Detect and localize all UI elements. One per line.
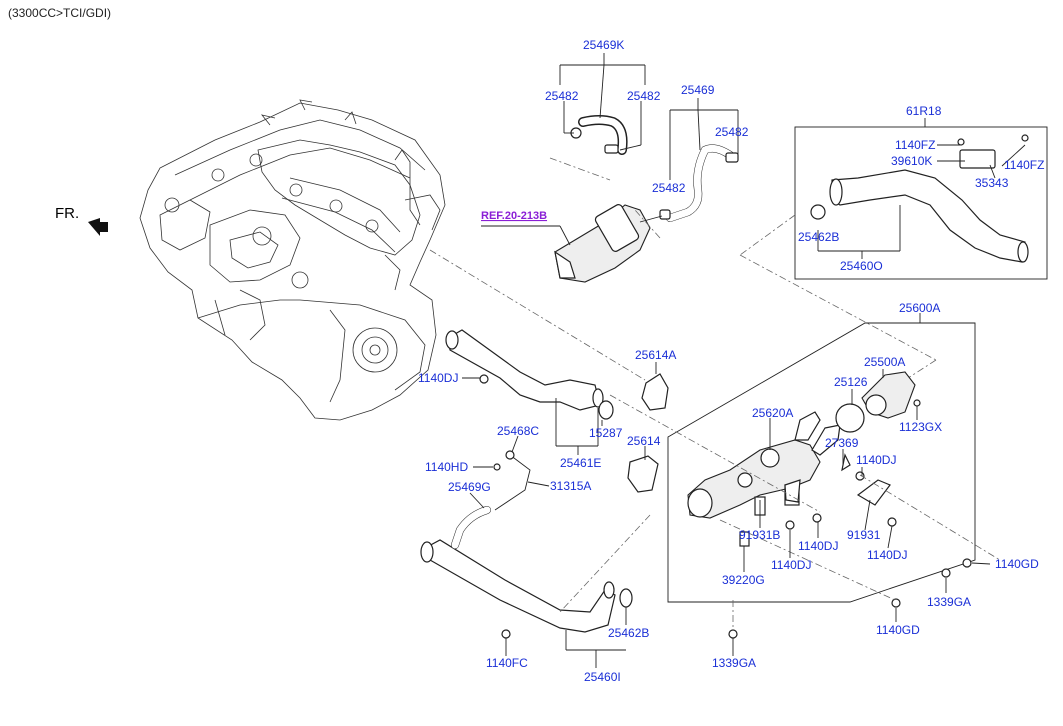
oil-cooler-reference-part [554, 204, 663, 283]
reference-link[interactable]: REF.20-213B [481, 210, 547, 222]
callout-25620A: 25620A [752, 406, 793, 420]
callout-91931B: 91931B [739, 528, 780, 542]
callout-39220G: 39220G [722, 573, 765, 587]
callout-1140GD: 1140GD [995, 557, 1039, 571]
callout-39610K: 39610K [891, 154, 932, 168]
callout-1140FC: 1140FC [486, 656, 528, 670]
water-pipe-25461E [445, 329, 614, 420]
callout-25614A: 25614A [635, 348, 676, 362]
sensor-39220G [739, 531, 750, 556]
callout-25469K: 25469K [583, 38, 624, 52]
water-pipe-25460O [810, 134, 1029, 263]
callout-box-25600A [667, 322, 976, 603]
callout-25126: 25126 [834, 375, 868, 389]
callout-31315A: 31315A [550, 479, 591, 493]
leader-lines [462, 53, 1026, 668]
callout-25469G: 25469G [448, 480, 491, 494]
callout-1140DJ: 1140DJ [771, 558, 811, 572]
callout-1140DJ: 1140DJ [798, 539, 838, 553]
callout-25482: 25482 [627, 89, 661, 103]
callout-25500A: 25500A [864, 355, 905, 369]
callout-25469: 25469 [681, 83, 715, 97]
callout-27369: 27369 [825, 436, 859, 450]
callout-25482: 25482 [545, 89, 579, 103]
hose-25469K [570, 115, 628, 155]
callout-1140FZ: 1140FZ [1004, 158, 1044, 172]
callout-25482: 25482 [652, 181, 686, 195]
front-direction-label: FR. [55, 205, 79, 222]
callout-35343: 35343 [975, 176, 1009, 190]
callout-1123GX: 1123GX [899, 420, 942, 434]
thermostat-assy-25500A [835, 371, 921, 433]
hose-25469G [451, 450, 531, 549]
gasket-25614A [627, 373, 669, 493]
callout-1339GA: 1339GA [927, 595, 971, 609]
callout-25600A: 25600A [899, 301, 940, 315]
engine-assembly [139, 99, 446, 421]
callout-91931: 91931 [847, 528, 881, 542]
callout-25462B: 25462B [608, 626, 649, 640]
coolant-housing-25620A [687, 411, 841, 519]
callout-25460O: 25460O [840, 259, 883, 273]
callout-25462B: 25462B [798, 230, 839, 244]
callout-1140GD: 1140GD [876, 623, 920, 637]
callout-25614: 25614 [627, 434, 661, 448]
callout-1140DJ: 1140DJ [867, 548, 907, 562]
callout-25460I: 25460I [584, 670, 621, 684]
hose-25469 [659, 144, 739, 222]
callout-61R18: 61R18 [906, 104, 942, 118]
callout-labels: 25469K 25482 25482 25469 25482 25482 61R… [418, 38, 1044, 684]
callout-1339GA: 1339GA [712, 656, 756, 670]
callout-1140DJ: 1140DJ [418, 371, 458, 385]
bolt-markers [479, 374, 972, 639]
front-arrow-icon [88, 218, 108, 236]
callout-15287: 15287 [589, 426, 623, 440]
callout-25461E: 25461E [560, 456, 601, 470]
callout-1140DJ: 1140DJ [856, 453, 896, 467]
callout-25482: 25482 [715, 125, 749, 139]
callout-1140HD: 1140HD [425, 460, 468, 474]
water-pipe-25460I [420, 539, 633, 633]
callout-box-61R18 [794, 126, 1048, 280]
callout-1140FZ: 1140FZ [895, 138, 935, 152]
callout-25468C: 25468C [497, 424, 539, 438]
engine-variant-label: (3300CC>TCI/GDI) [8, 6, 111, 20]
